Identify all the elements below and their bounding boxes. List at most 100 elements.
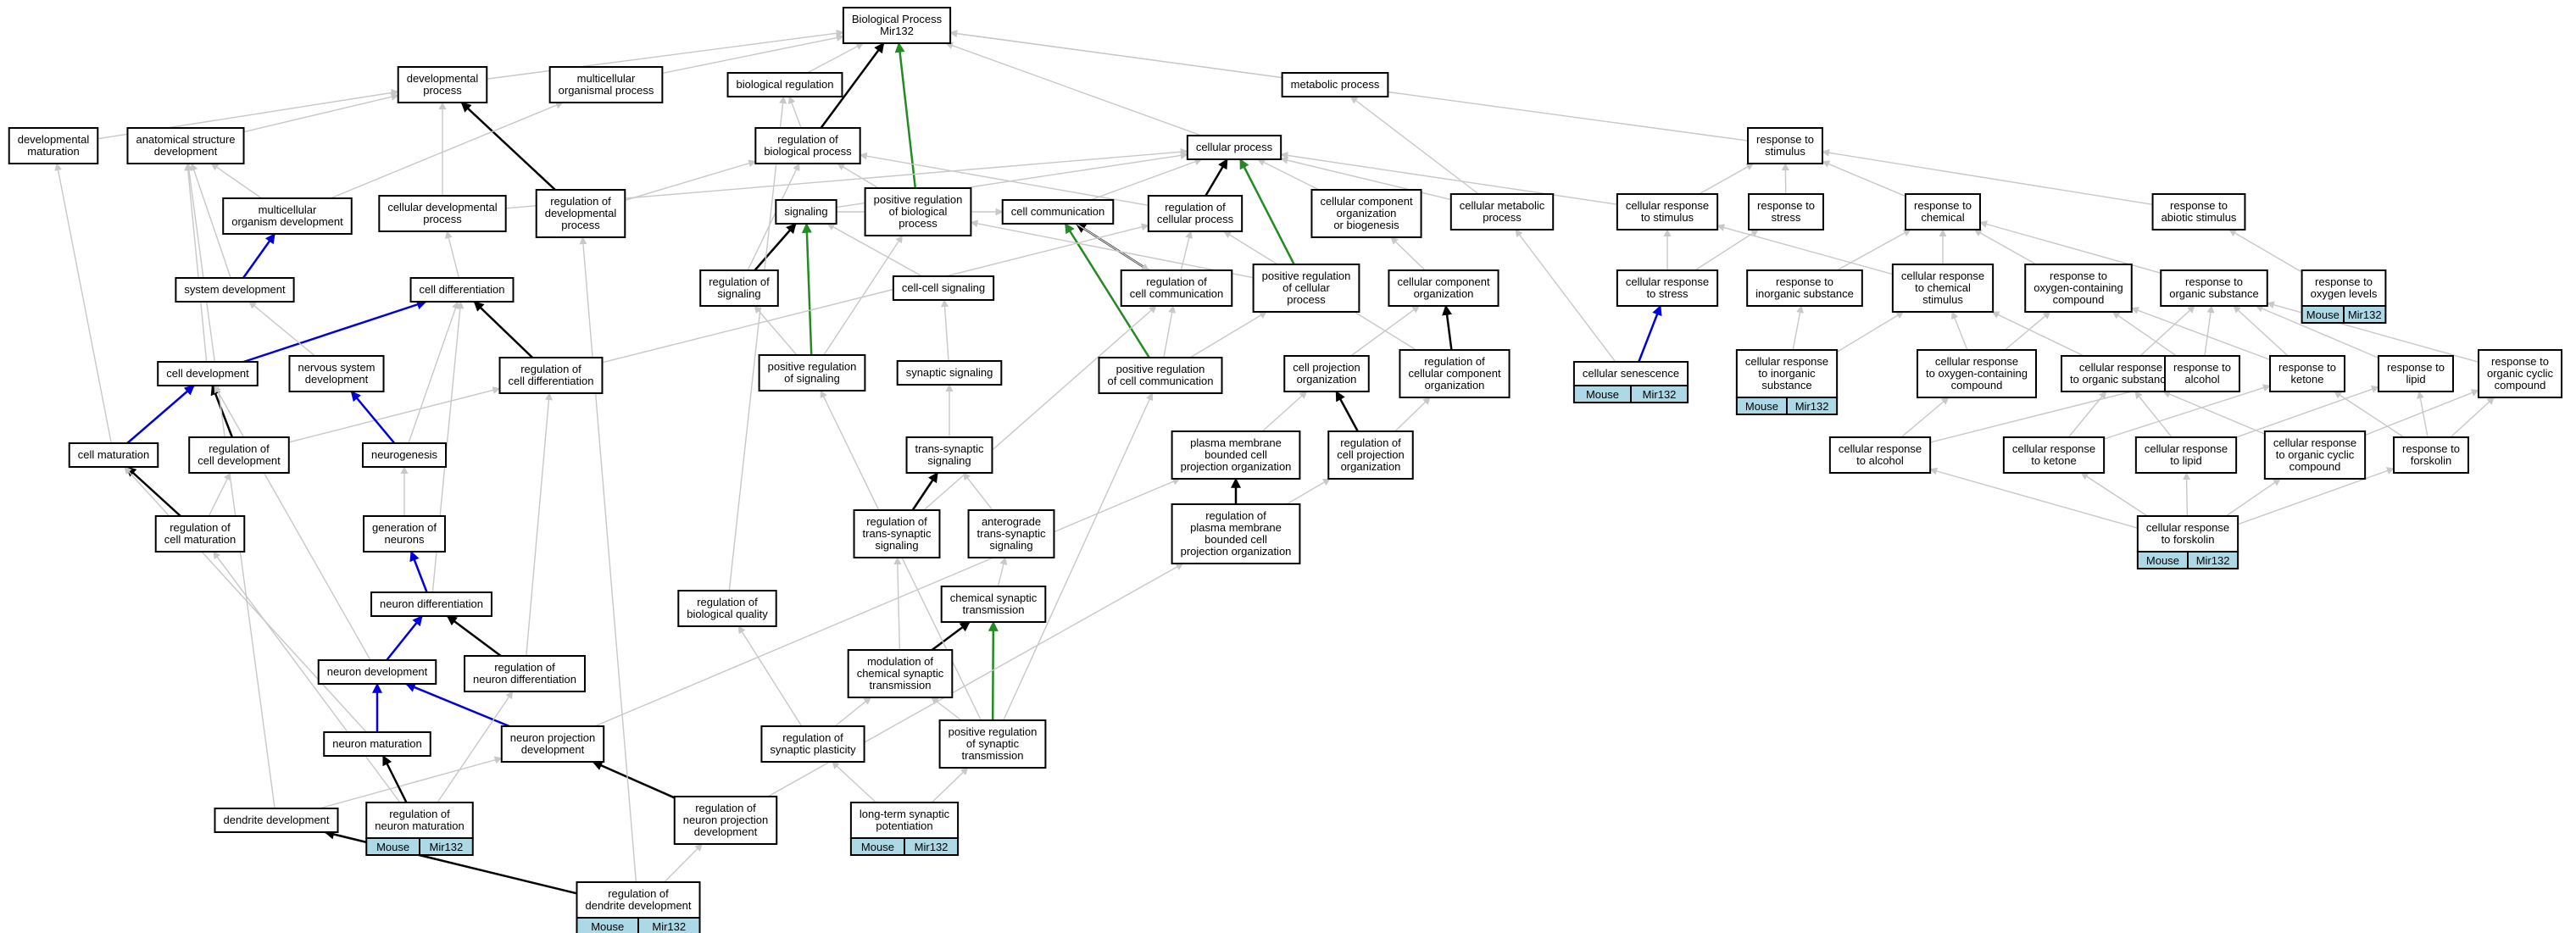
edge-regulates	[381, 754, 408, 803]
gene-cell	[2343, 305, 2387, 324]
term-label-line: chemical synaptic	[950, 591, 1038, 604]
term-box	[2477, 349, 2563, 398]
term-box	[397, 66, 488, 103]
term-box	[864, 187, 972, 236]
gene-cell	[419, 837, 474, 856]
go-term-cellmat: cell maturation	[68, 442, 159, 468]
term-label-line: neuron differentiation	[380, 597, 483, 610]
term-label-line: stimulus	[1922, 293, 1963, 306]
edge-is-a	[185, 163, 275, 809]
term-box	[905, 436, 993, 474]
term-label-line: neuron differentiation	[473, 673, 576, 686]
term-label-line: nervous system	[298, 361, 375, 374]
term-label-line: regulation of	[1165, 201, 1226, 214]
term-label-line: cell maturation	[78, 448, 150, 461]
edge-is-a	[997, 557, 1008, 587]
edge-is-a	[2134, 391, 2173, 438]
term-label-line: generation of	[372, 521, 437, 534]
species-label: Mouse	[1586, 388, 1619, 401]
term-label-line: development	[154, 145, 218, 158]
term-label-line: regulation of	[170, 521, 231, 534]
edge-is-a	[437, 691, 514, 803]
edge-is-a	[54, 163, 112, 444]
term-label-line: inorganic substance	[1755, 287, 1854, 300]
term-label-line: response to	[2491, 355, 2549, 368]
edge-is-a	[1836, 311, 1905, 353]
term-box	[2378, 355, 2454, 392]
edge-is-a	[2080, 472, 2148, 517]
term-box	[409, 277, 515, 303]
term-label-line: response to	[1757, 199, 1815, 212]
edge-is-a	[184, 163, 208, 363]
term-box	[1310, 189, 1422, 238]
edge-positively-regulates	[1239, 158, 1295, 265]
gene-label: Mir132	[2196, 554, 2230, 567]
term-box	[1616, 193, 1719, 230]
term-label-line: regulation of	[494, 661, 555, 674]
term-box	[188, 436, 290, 474]
term-label-line: neuron development	[327, 665, 428, 678]
term-label-line: anatomical structure	[136, 133, 235, 146]
go-term-neurogen: neurogenesis	[361, 442, 448, 468]
term-box	[1281, 72, 1389, 97]
term-box	[370, 591, 492, 617]
term-label-line: to organic substance	[2070, 373, 2172, 386]
edge-regulates	[446, 614, 502, 658]
term-label-line: positive regulation	[1262, 269, 1351, 282]
edge-is-a	[1929, 380, 2166, 443]
term-box	[775, 199, 837, 225]
edge-is-a	[288, 386, 501, 443]
term-box	[154, 515, 246, 553]
term-label-line: of cellular	[1282, 281, 1330, 294]
edge-is-a	[664, 843, 703, 883]
term-box	[68, 442, 159, 468]
edge-is-a	[747, 163, 800, 271]
edge-is-a	[2103, 384, 2271, 440]
gene-cell	[637, 917, 701, 933]
term-label-line: cellular process	[1157, 213, 1234, 225]
edge-is-a	[1694, 229, 1760, 271]
term-label-line: neuron projection	[683, 814, 768, 826]
gene-label: Mir132	[1643, 388, 1677, 401]
term-label-line: stress	[1772, 211, 1801, 224]
edge-regulates	[473, 301, 534, 358]
term-label-line: cellular response	[2079, 361, 2162, 374]
edge-is-a	[2364, 389, 2479, 436]
edge-regulates	[210, 384, 234, 438]
edge-is-a	[214, 385, 371, 661]
term-box	[1905, 193, 1981, 230]
edge-is-a	[970, 219, 1254, 279]
edge-is-a	[787, 96, 802, 129]
edge-is-a	[1349, 96, 1479, 195]
term-label-line: cellular response	[2012, 442, 2095, 455]
edge-is-a	[319, 756, 503, 809]
edge-is-a	[737, 625, 803, 727]
term-box	[1283, 355, 1370, 392]
term-label-line: positive regulation	[768, 360, 857, 373]
term-box	[967, 509, 1055, 558]
term-box	[849, 802, 960, 839]
term-box	[365, 802, 474, 839]
species-label: Mouse	[2146, 554, 2179, 567]
edge-is-a	[893, 557, 902, 651]
edge-is-a	[1836, 229, 1911, 271]
term-label-line: compound	[2495, 379, 2546, 392]
term-label-line: organization	[1341, 460, 1401, 473]
edge-is-a	[1003, 392, 1154, 721]
